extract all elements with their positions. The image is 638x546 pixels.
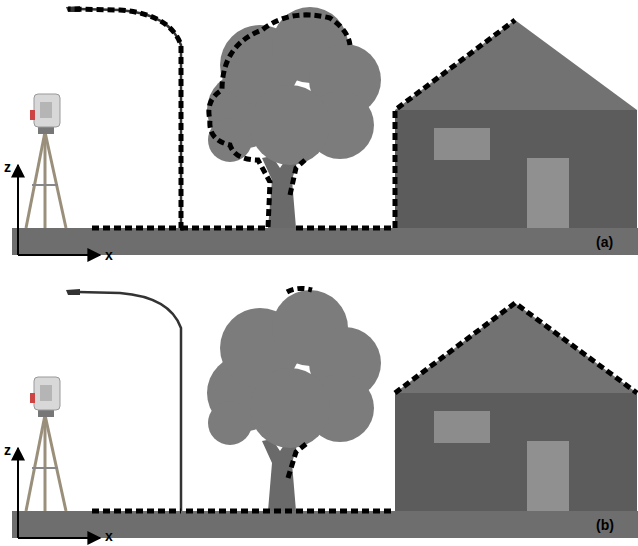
scan-profile bbox=[92, 288, 637, 511]
axis-label: x bbox=[105, 529, 113, 543]
axis-label: z bbox=[4, 160, 11, 174]
scan-profile bbox=[68, 9, 515, 228]
axis-label: x bbox=[105, 248, 113, 262]
panel-label: (b) bbox=[596, 518, 614, 532]
panel-label: (a) bbox=[596, 235, 613, 249]
axis-label: z bbox=[4, 443, 11, 457]
